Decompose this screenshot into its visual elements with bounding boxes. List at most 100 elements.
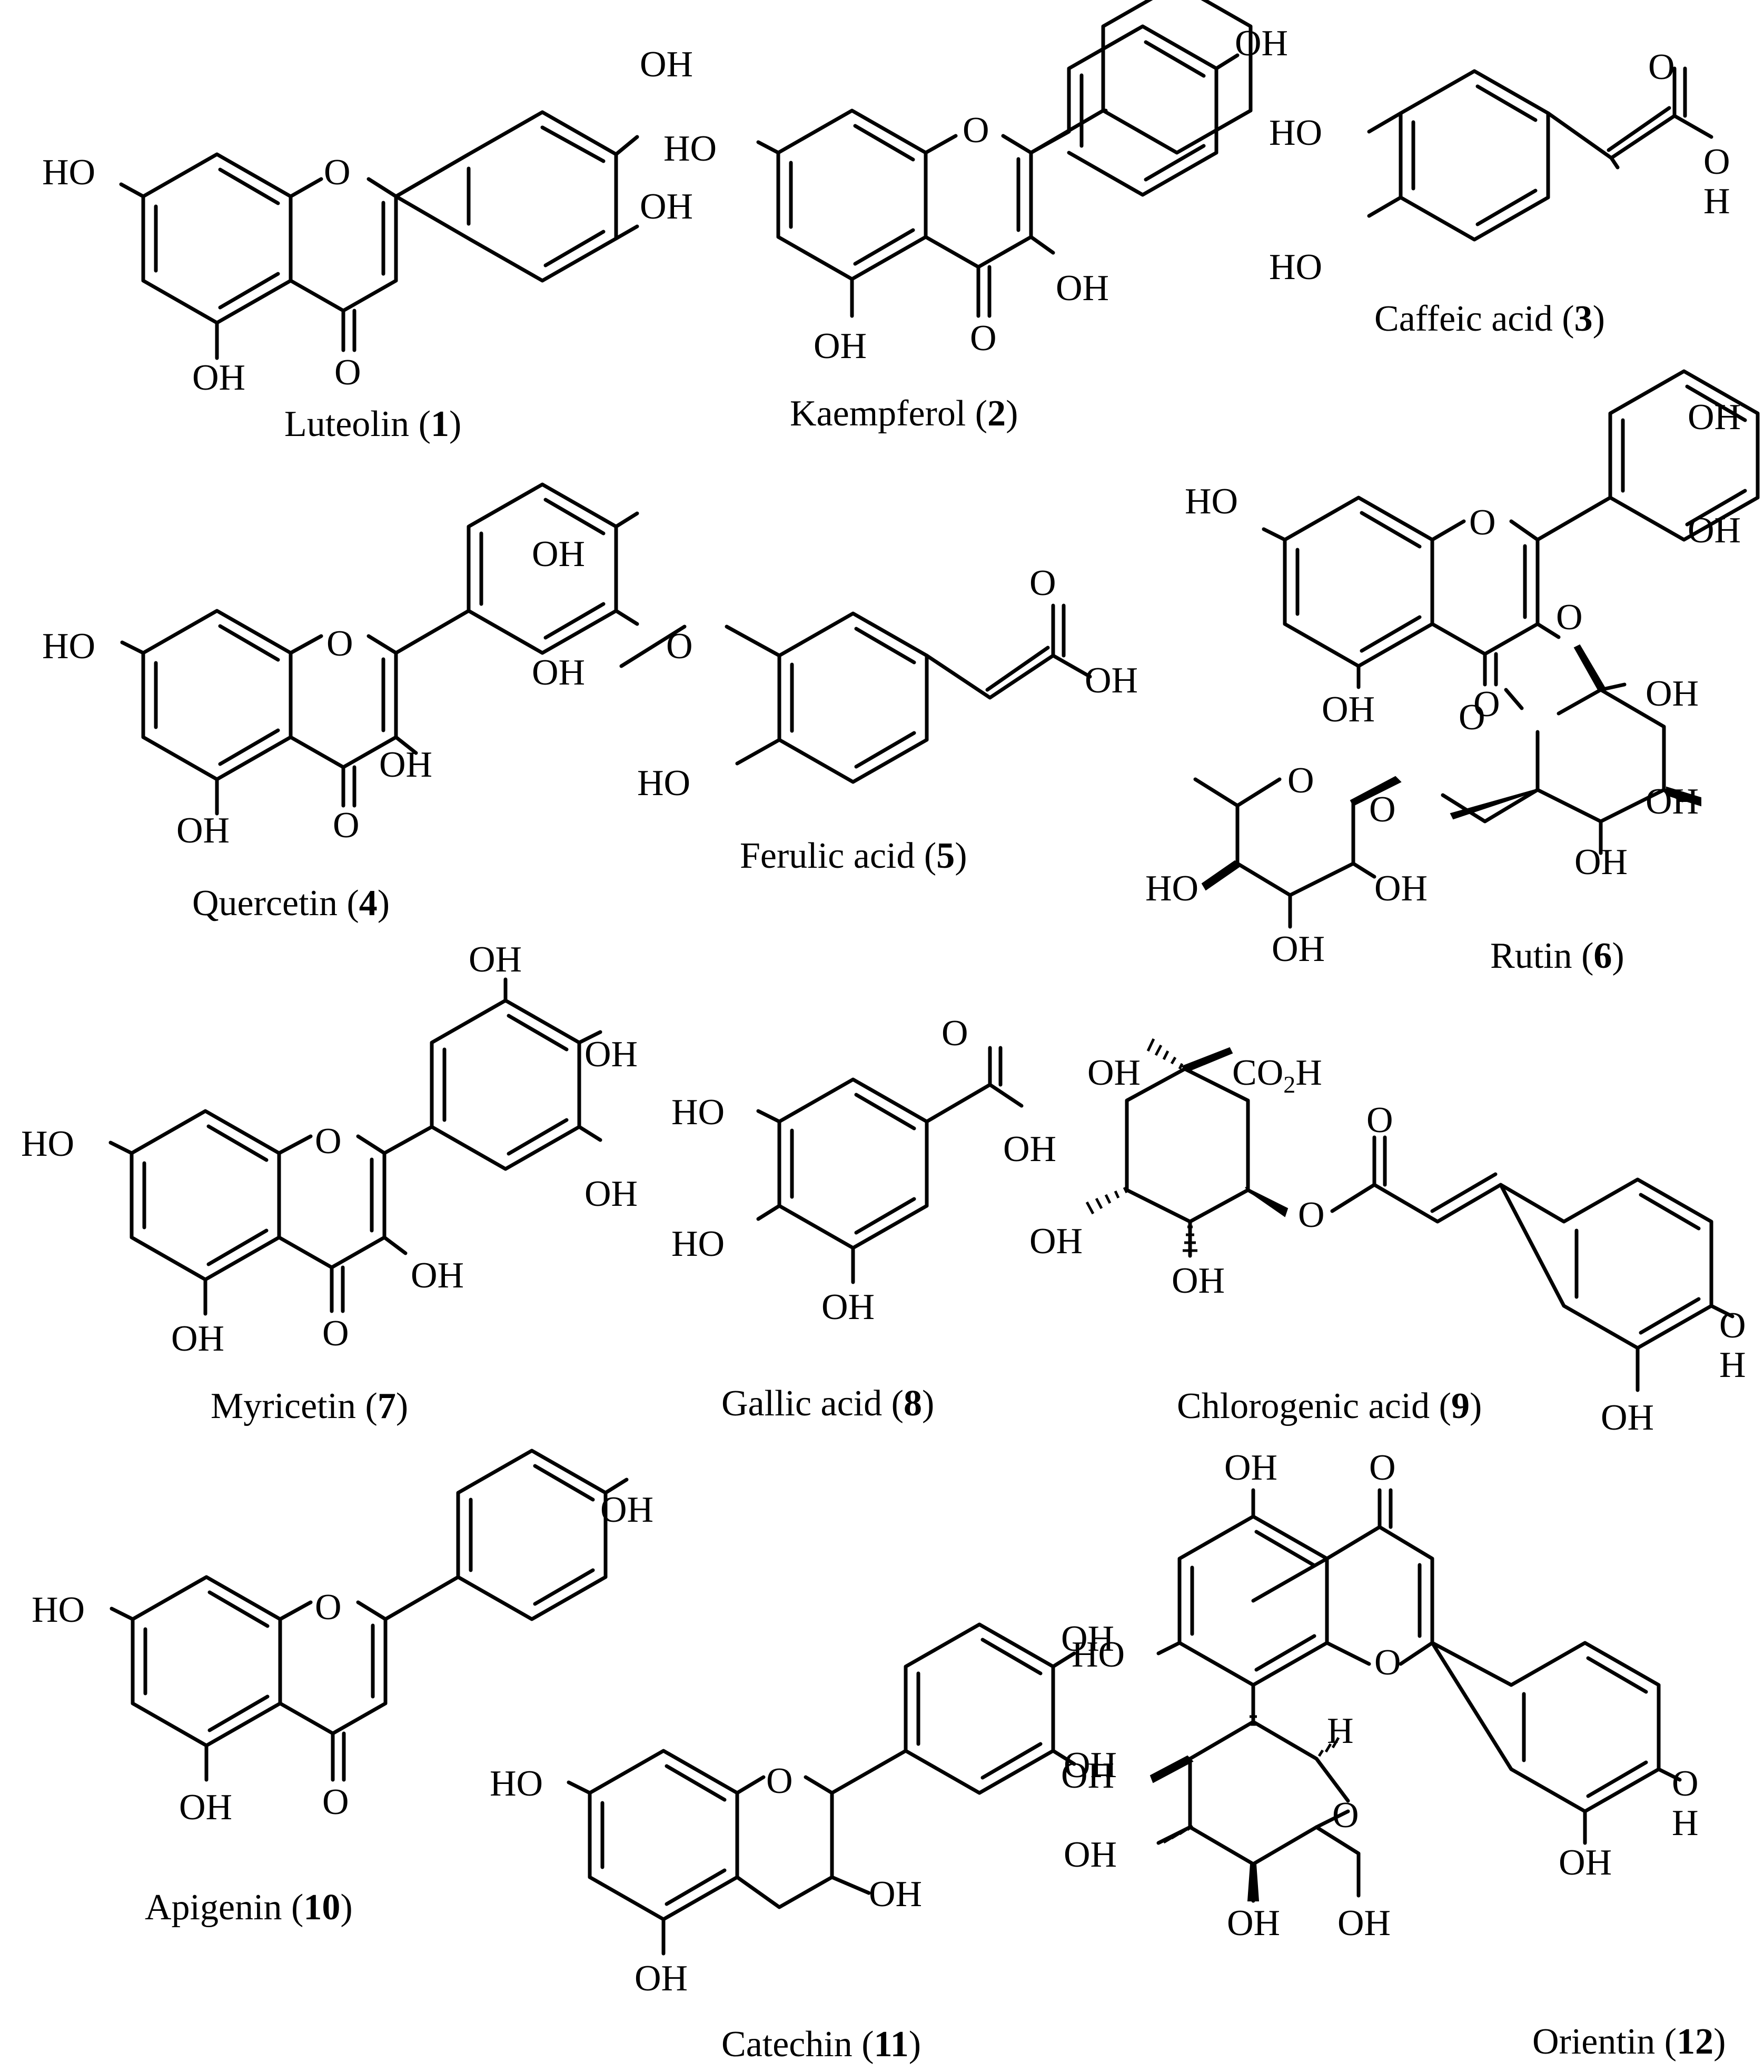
atom-label: OH [1559,1842,1612,1883]
structure-gallic-acid [756,1046,1024,1284]
atom-label: OH [584,1174,638,1214]
structure-catechin [567,1622,1076,1956]
atom-label: O [1366,1100,1393,1141]
atom-label: OH [1337,1903,1391,1944]
wedge-bond [1181,1047,1233,1073]
caption-orientin: Orientin (12) [1532,2021,1726,2062]
structure-apigenin [110,1449,629,1782]
atom-label: HO [671,1224,725,1264]
atom-label: OH [532,652,585,693]
atom-label: OH [1087,1053,1141,1093]
wedge-bond [1573,644,1607,690]
wedge-bond [1350,776,1402,807]
atom-label: OH [532,534,585,574]
atom-label: O [1287,760,1314,801]
atom-label: OH [1272,929,1325,969]
atom-label: HO [1269,247,1322,287]
atom-label: HO [637,763,690,804]
structure-myricetin [108,977,602,1316]
atom-label: OH [469,939,522,980]
structure-chlorogenic-acid [1125,1067,1735,1392]
atom-label: OH [411,1255,464,1296]
atom-label: O [1298,1195,1325,1235]
atom-label: HO [1185,481,1238,522]
atom-label: O [315,1587,342,1628]
wedge-bond [1245,1187,1289,1217]
structure-orientin [1156,1488,1682,1903]
atom-label: OH [1322,689,1375,730]
atom-label: HO [1145,868,1198,909]
atom-label: H [1672,1803,1699,1843]
atom-label: OH [869,1874,922,1915]
atom-label: OH [1601,1397,1654,1438]
atom-label: OH [1224,1448,1277,1488]
caption-luteolin: Luteolin (1) [284,404,461,444]
atom-label: OH [814,326,867,366]
structure-rutin [1193,369,1760,929]
atom-label: OH [1227,1903,1280,1944]
atom-label: O [1648,47,1675,87]
atom-label: O [324,152,351,193]
atom-label: O [1369,1448,1396,1488]
atom-label: O [322,1313,349,1354]
atom-label: O [1459,697,1485,738]
hashed-bond [1146,1038,1184,1070]
hashed-bond [1085,1186,1128,1215]
atom-label: HO [1269,113,1322,153]
caption-ferulic-acid: Ferulic acid (5) [740,836,967,876]
wedge-bond [1201,860,1241,891]
caption-myricetin: Myricetin (7) [211,1386,408,1426]
caption-chlorogenic-acid: Chlorogenic acid (9) [1177,1386,1482,1426]
atom-label: OH [1029,1221,1083,1262]
hashed-bond [1183,1225,1197,1252]
atom-label: O [1473,684,1500,725]
atom-label: OH [1061,1619,1114,1659]
atom-label: OH [1064,1745,1117,1786]
wedge-bond [1666,786,1701,807]
atom-label: HO [1072,1634,1125,1675]
atom-label: CO2H [1232,1053,1322,1098]
atom-label: OH [640,186,693,227]
atom-label: O [1672,1763,1699,1804]
atom-label: O [1556,597,1583,638]
atom-label: O [322,1782,349,1822]
atom-label: OH [179,1787,232,1828]
atom-label: HO [21,1124,74,1164]
atom-label: OH [1085,660,1138,701]
wedge-bond [1247,1863,1260,1901]
atom-label: OH [1056,268,1109,309]
atom-label: O [333,805,360,846]
atom-label: OH [1003,1129,1056,1169]
atom-label: OH [171,1318,224,1359]
structure-kaempferol-b-ring [1029,24,1240,197]
caption-catechin: Catechin (11) [721,2024,921,2065]
atom-label: HO [42,152,95,193]
atom-label: OH [1061,1756,1114,1796]
hashed-bond [1163,1825,1194,1844]
atom-label: O [666,626,693,667]
atom-label: HO [42,626,95,667]
atom-label: OH [1064,1835,1117,1875]
structure-ferulic-acid [619,603,1092,784]
atom-label: HO [663,128,717,169]
atom-label: OH [1574,842,1628,883]
atom-label: OH [600,1490,653,1530]
caption-quercetin: Quercetin (4) [192,883,390,924]
atom-label: O [970,318,997,359]
structure-luteolin [119,110,639,360]
atom-label: OH [1688,510,1741,551]
atom-label: OH [1688,397,1741,438]
atom-label: O [963,110,989,151]
structure-caffeic-acid [1367,66,1713,242]
atom-label: H [1703,181,1730,222]
atom-label: O [1029,563,1056,603]
atom-label: O [942,1013,968,1054]
caption-caffeic-acid: Caffeic acid (3) [1374,299,1605,339]
atom-label: O [1374,1642,1401,1683]
atom-label: O [1703,142,1730,182]
hashed-bond [1250,1715,1257,1726]
atom-label: OH [635,1958,688,1999]
atom-label: HO [32,1590,85,1630]
